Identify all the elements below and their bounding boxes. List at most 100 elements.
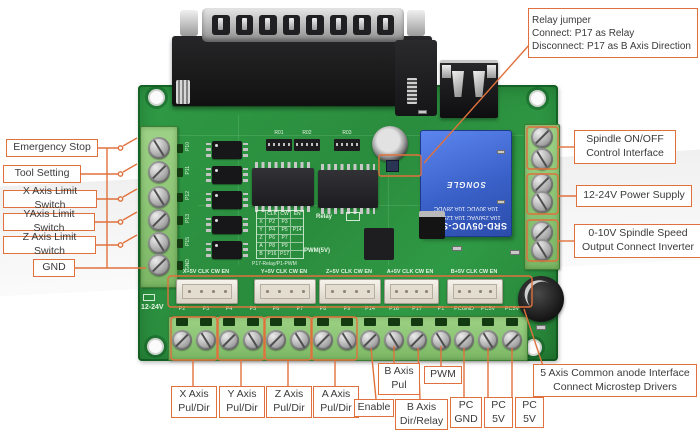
relay-brand: SONGLE <box>446 180 486 189</box>
silk-left-pin: P11 <box>185 166 191 175</box>
silk-rnet-label: R01 <box>274 130 284 136</box>
terminal-screw-p2 <box>172 330 192 350</box>
terminal-screw-p17 <box>407 330 427 350</box>
axis-connector-x <box>176 279 238 304</box>
silk-pin: P6 <box>272 306 280 312</box>
terminal-screw-0-10v <box>531 239 553 261</box>
silk-pin: P4 <box>225 306 233 312</box>
terminal-screw-p16 <box>384 330 404 350</box>
label-b-axis-dir-relay: B Axis Dir/Relay <box>395 399 448 430</box>
terminal-screw-p4 <box>219 330 239 350</box>
silk-pin: P3 <box>202 306 210 312</box>
terminal-screw-p9 <box>337 330 357 350</box>
label-gnd: GND <box>33 259 75 277</box>
silk-left-pin: P15 <box>185 237 191 246</box>
silk-pin: P2 <box>178 306 186 312</box>
silk-conn-header: X+5V CLK CW EN <box>182 269 230 275</box>
mounting-hole <box>147 338 164 355</box>
terminal-screw-p6 <box>266 330 286 350</box>
silk-power-label: 12-24V <box>141 304 164 311</box>
silk-pin: P16 <box>389 306 399 312</box>
silk-conn-header: Y+5V CLK CW EN <box>260 269 308 275</box>
terminal-screw-x-limit <box>148 186 170 208</box>
mounting-hole <box>148 89 165 106</box>
silk-note: P17-Relay/P1-PWM <box>252 261 297 267</box>
silk-pin: P5 <box>249 306 257 312</box>
silk-pin: P17 <box>412 306 422 312</box>
smd-chip <box>364 228 394 260</box>
terminal-screw-p5 <box>243 330 263 350</box>
silk-left-pin: P10 <box>185 142 191 151</box>
label-a-axis-pul-dir: A Axis Pul/Dir <box>313 386 359 418</box>
terminal-screw-power <box>531 191 553 213</box>
silk-pin: PC5V <box>480 306 496 312</box>
optocoupler <box>206 191 248 209</box>
label-b-axis-pul: B Axis Pul <box>378 363 420 395</box>
terminal-screw-pc5v <box>478 330 498 350</box>
silk-pin: P9 <box>343 306 351 312</box>
resistor-network <box>294 139 320 151</box>
terminal-screw-pc5v <box>502 330 522 350</box>
label-tool-setting: Tool Setting <box>3 165 81 183</box>
silk-conn-header: A+5V CLK CW EN <box>386 269 434 275</box>
optocoupler <box>206 166 248 184</box>
terminal-screw-pcgnd <box>454 330 474 350</box>
axis-connector-b <box>447 279 503 304</box>
silk-rnet-label: R03 <box>342 130 352 136</box>
silk-rnet-label: R02 <box>302 130 312 136</box>
terminal-screw-spindle <box>531 148 553 170</box>
label-z-axis-pul-dir: Z Axis Pul/Dir <box>266 386 312 418</box>
optocoupler <box>206 141 248 159</box>
label-pc-5v: PC 5V <box>484 397 513 428</box>
label-enable: Enable <box>354 399 394 417</box>
label-relay-jumper: Relay jumper Connect: P17 as Relay Disco… <box>528 8 698 58</box>
db25-parallel-port <box>172 36 432 106</box>
label-emergency-stop: Emergency Stop <box>6 139 98 157</box>
label-y-axis-pul-dir: Y Axis Pul/Dir <box>219 386 265 418</box>
silk-pads <box>143 294 155 301</box>
label-12-24v-power: 12-24V Power Supply <box>576 185 692 207</box>
driver-ic <box>318 164 378 214</box>
terminal-screw-p7 <box>290 330 310 350</box>
optocoupler <box>206 216 248 234</box>
db25-metal-shell <box>202 8 404 42</box>
label-y-axis-limit-switch: YAxis Limit Switch <box>3 208 95 234</box>
silk-pin: P8 <box>319 306 327 312</box>
terminal-screw-y-limit <box>148 209 170 231</box>
terminal-screw-spindle <box>531 126 553 148</box>
silk-pin: PC5V <box>504 306 520 312</box>
silk-left-pin: P12 <box>185 191 191 200</box>
relay-jumper-component <box>386 160 399 172</box>
label-pc-gnd: PC GND <box>450 397 482 428</box>
terminal-screw-z-limit <box>148 232 170 254</box>
voltage-regulator <box>419 211 445 239</box>
label-x-axis-limit-switch: X Axis Limit Switch <box>3 185 97 211</box>
black-connector-body <box>395 40 437 116</box>
silk-conn-header: Z+5V CLK CW EN <box>326 269 372 275</box>
db25-shell-tab <box>407 10 425 36</box>
silk-pwm-label: PWM(5V) <box>304 248 330 254</box>
terminal-screw-p3 <box>196 330 216 350</box>
label-z-axis-limit-switch: Z Axis Limit Switch <box>3 231 96 257</box>
terminal-screw-p8 <box>313 330 333 350</box>
silk-jumper-pads <box>346 212 360 221</box>
silk-pin: P1 <box>437 306 445 312</box>
db25-standoff <box>176 80 190 104</box>
label-spindle-on-off: Spindle ON/OFF Control Interface <box>574 130 676 164</box>
axis-connector-z <box>319 279 381 304</box>
usb-contact <box>452 71 464 97</box>
silk-left-pin: P13 <box>185 214 191 223</box>
label-0-10v-spindle-speed: 0-10V Spindle Speed Output Connect Inver… <box>574 224 700 258</box>
terminal-screw-p1 <box>431 330 451 350</box>
usb-contact <box>473 71 485 97</box>
driver-ic <box>252 162 314 212</box>
silk-pin: P7 <box>296 306 304 312</box>
label-pwm: PWM <box>424 366 462 384</box>
usb-port <box>440 60 498 118</box>
optocoupler <box>206 241 248 259</box>
axis-connector-y <box>254 279 316 304</box>
resistor-network <box>334 139 360 151</box>
db25-shell-tab <box>180 10 198 36</box>
label-5-axis-common-anode: 5 Axis Common anode Interface Connect Mi… <box>533 364 697 397</box>
